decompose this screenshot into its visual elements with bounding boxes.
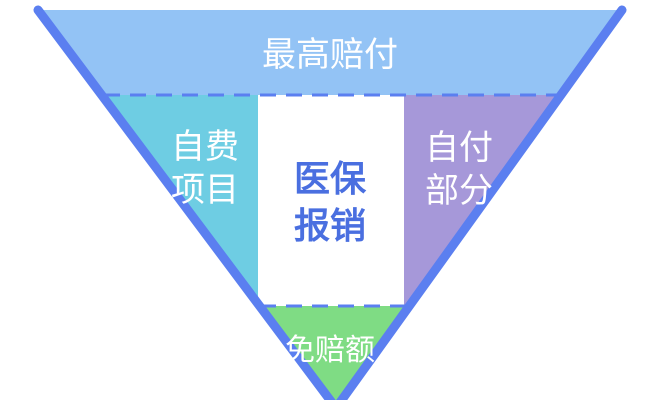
- left-band-label-line1: 自费: [171, 127, 239, 167]
- right-band-label-line1: 自付: [425, 128, 493, 168]
- bottom-band-label: 免赔额: [285, 333, 375, 368]
- top-band-label: 最高赔付: [262, 35, 398, 75]
- center-band: [258, 95, 404, 306]
- funnel-outline: [33, 5, 627, 404]
- center-band-label-line2: 报销: [294, 206, 366, 247]
- center-band-label-line1: 医保: [294, 159, 367, 200]
- top-band: [38, 10, 622, 95]
- left-band-label-line2: 项目: [171, 170, 239, 210]
- right-band-label-line2: 部分: [425, 171, 493, 211]
